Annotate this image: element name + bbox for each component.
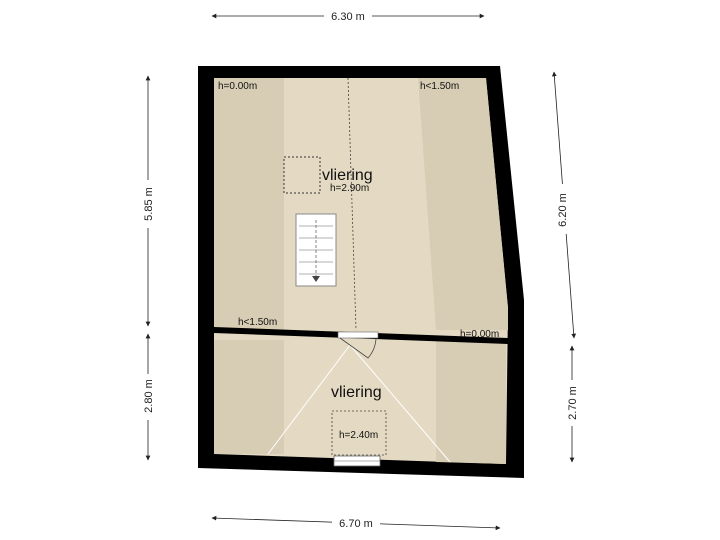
height-label-mid-left: h<1.50m — [238, 317, 277, 328]
slope-shade-upper-right — [418, 78, 508, 330]
lower-hatch — [331, 410, 387, 456]
room-height-lower: h=2.40m — [339, 430, 378, 441]
height-label-top-left: h=0.00m — [218, 81, 257, 92]
dim-left-upper: 5.85 m — [143, 187, 155, 221]
slope-shade-lower-right — [436, 340, 506, 464]
slope-shade-upper-left — [214, 78, 284, 330]
staircase[interactable] — [295, 213, 337, 287]
dim-top: 6.30 m — [331, 11, 365, 23]
dim-right-lower: 2.70 m — [567, 386, 579, 420]
door-swing[interactable] — [339, 337, 377, 359]
room-height-upper: h=2.90m — [330, 183, 369, 194]
room-name-upper: vliering — [322, 167, 373, 184]
interior-door-opening — [337, 331, 379, 339]
room-name-lower: vliering — [331, 384, 382, 401]
dim-left-lower: 2.80 m — [143, 379, 155, 413]
slope-shade-lower-left — [214, 340, 284, 454]
height-label-mid-right: h=0.00m — [460, 329, 499, 340]
height-label-top-right: h<1.50m — [420, 81, 459, 92]
dim-right-upper: 6.20 m — [557, 193, 569, 227]
hatch-opening — [283, 156, 321, 194]
dim-bottom: 6.70 m — [339, 518, 373, 530]
